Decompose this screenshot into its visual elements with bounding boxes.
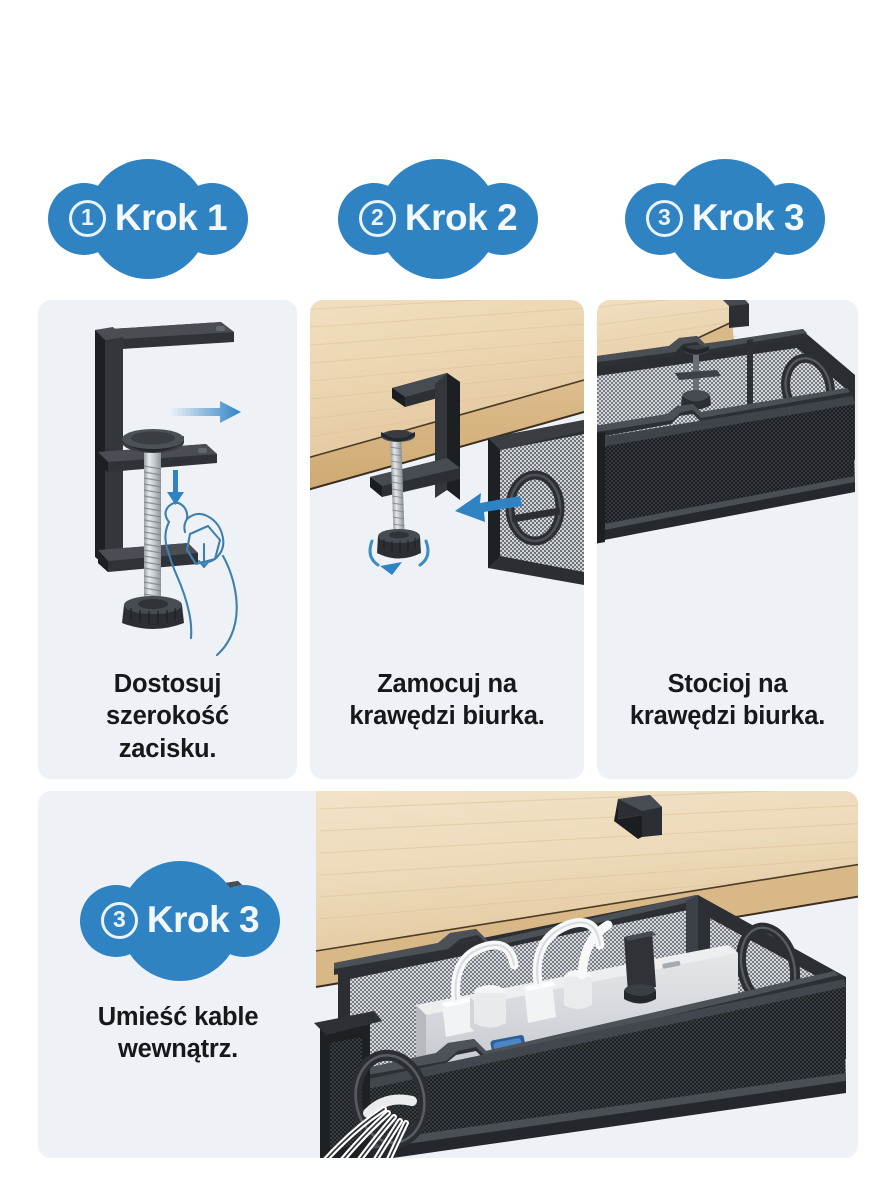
step-badge-2: 2 Krok 2 — [338, 155, 538, 283]
step-panel-2: Zamocuj na krawędzi biurka. — [310, 300, 584, 779]
step-caption-1: Dostosuj szerokość zacisku. — [106, 670, 229, 763]
step-caption-4: Umieść kable wewnątrz. — [97, 1003, 259, 1064]
step-caption-2: Zamocuj na krawędzi biurka. — [349, 670, 545, 731]
step-badge-4: 3 Krok 3 — [80, 857, 280, 985]
step-number-4: 3 — [100, 901, 138, 939]
step-badge-label-3: Krok 3 — [691, 197, 805, 238]
step-badge-label-2: Krok 2 — [404, 197, 518, 238]
step-number-2: 2 — [358, 199, 396, 237]
step-badge-label-1: Krok 1 — [114, 197, 228, 238]
step-caption-3: Stocioj na krawędzi biurka. — [629, 670, 826, 731]
step-badge-1: 1 Krok 1 — [48, 155, 248, 283]
step-panel-1: Dostosuj szerokość zacisku. — [38, 300, 297, 779]
step-panel-4: 3 Krok 3 Umieść kable wewnątrz. — [38, 791, 858, 1158]
badge-cloud-shape — [625, 159, 825, 279]
badge-cloud-shape — [48, 159, 248, 279]
illustration-clamp-on-desk — [310, 300, 584, 779]
illustration-cables-inside-tray — [38, 791, 858, 1158]
step-number-3: 3 — [645, 199, 683, 237]
step-badge-3: 3 Krok 3 — [625, 155, 825, 283]
step-panel-3: Stocioj na krawędzi biurka. — [597, 300, 858, 779]
step-badge-label-4: Krok 3 — [146, 899, 260, 940]
illustration-tray-mounted — [597, 300, 858, 779]
step-number-1: 1 — [68, 199, 106, 237]
illustration-clamp-adjust — [38, 300, 297, 779]
